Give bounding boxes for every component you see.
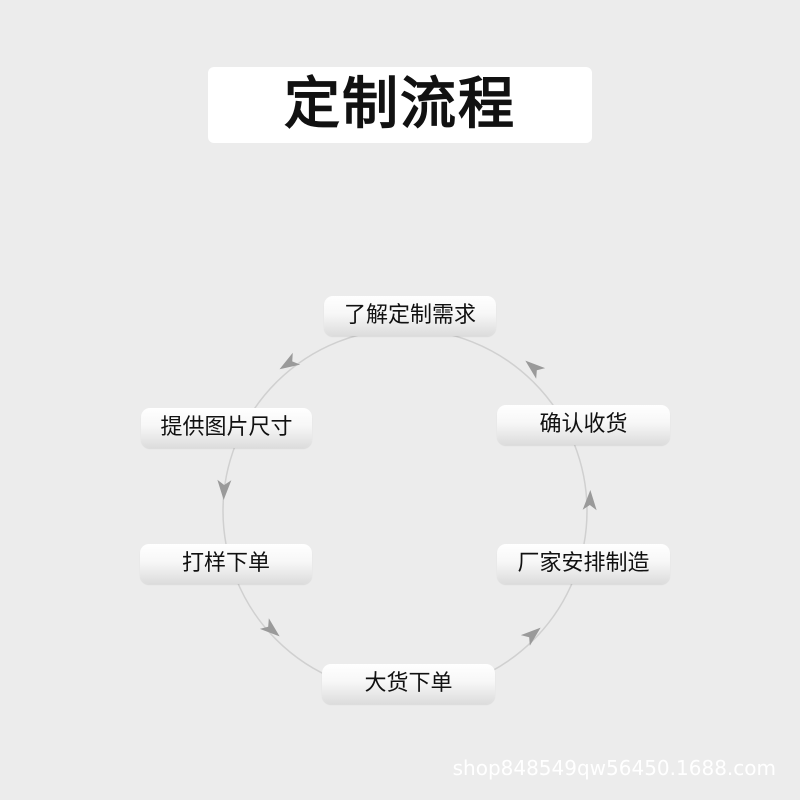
step-box-factory-production: 厂家安排制造	[497, 544, 670, 584]
step-box-sample-order: 打样下单	[140, 544, 312, 584]
title-box: 定制流程	[208, 67, 592, 143]
step-label: 打样下单	[181, 551, 270, 576]
arrow-icon	[217, 479, 232, 500]
flow-arrows	[217, 352, 597, 646]
step-box-understand-requirements: 了解定制需求	[324, 296, 496, 336]
step-box-bulk-order: 大货下单	[322, 664, 495, 704]
arrow-icon	[259, 618, 280, 637]
arrow-icon	[525, 360, 546, 379]
step-box-confirm-receipt: 确认收货	[497, 405, 670, 445]
arrow-icon	[520, 627, 541, 646]
step-label: 确认收货	[539, 412, 628, 437]
page-title: 定制流程	[284, 72, 516, 137]
step-label: 大货下单	[364, 671, 453, 696]
shop-watermark: shop848549qw56450.1688.com	[452, 756, 776, 780]
step-label: 厂家安排制造	[517, 551, 650, 576]
arrow-icon	[279, 352, 301, 370]
step-label: 提供图片尺寸	[160, 415, 293, 440]
step-label: 了解定制需求	[343, 303, 476, 328]
step-box-provide-image-size: 提供图片尺寸	[141, 408, 312, 448]
arrow-icon	[582, 490, 597, 511]
